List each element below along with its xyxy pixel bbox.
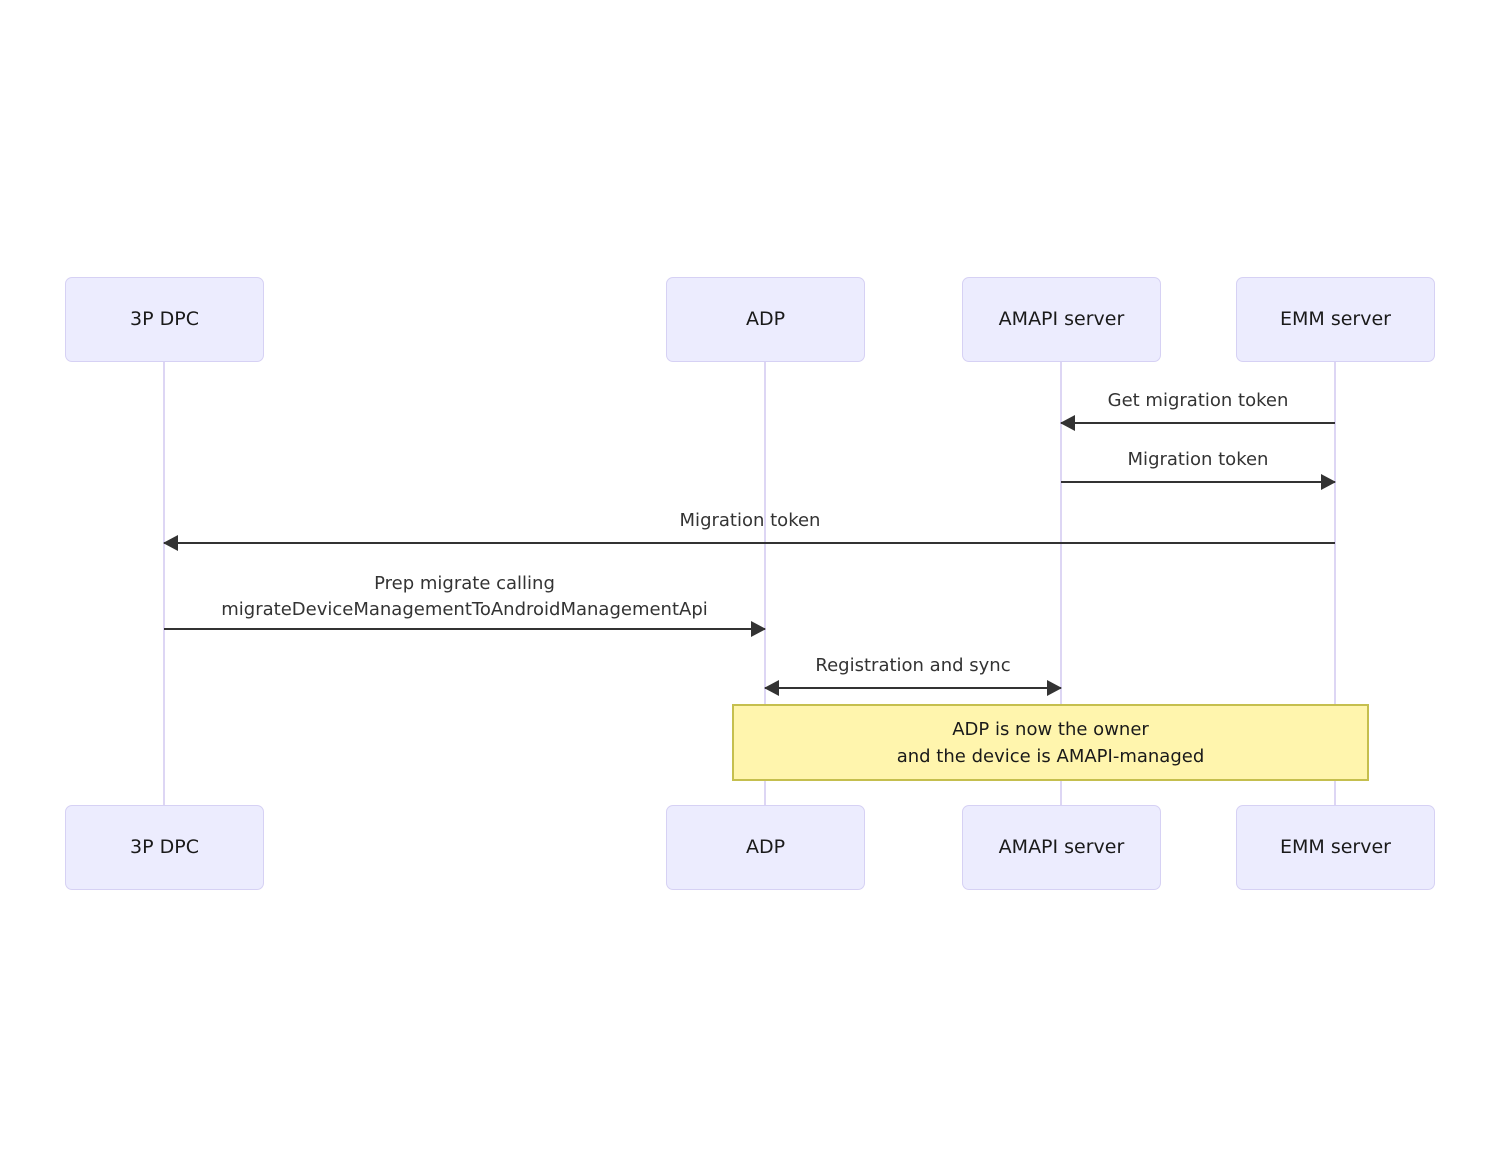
arrowhead-right-icon [751, 621, 766, 637]
participant-bottom-amapi-server[interactable]: AMAPI server [962, 805, 1161, 890]
arrowhead-left-icon [163, 535, 178, 551]
participant-label: ADP [745, 836, 786, 858]
note-line-1: ADP is now the owner [952, 718, 1149, 740]
note-adp-owner: ADP is now the owner and the device is A… [732, 704, 1369, 781]
message-line [1061, 481, 1335, 483]
participant-bottom-3p-dpc[interactable]: 3P DPC [65, 805, 264, 890]
message-label: Registration and sync [815, 655, 1011, 676]
participant-bottom-adp[interactable]: ADP [666, 805, 865, 890]
participant-label: AMAPI server [998, 836, 1125, 858]
participant-top-amapi-server[interactable]: AMAPI server [962, 277, 1161, 362]
message-line [1061, 422, 1335, 424]
message-label-line-1: Prep migrate calling [374, 573, 555, 594]
arrowhead-right-icon [1047, 680, 1062, 696]
lifeline-emm-server [1334, 362, 1336, 806]
participant-top-adp[interactable]: ADP [666, 277, 865, 362]
participant-label: EMM server [1280, 308, 1391, 330]
participant-label: AMAPI server [998, 308, 1125, 330]
arrowhead-right-icon [1321, 474, 1336, 490]
lifeline-adp [764, 362, 766, 806]
participant-label: EMM server [1280, 836, 1391, 858]
participant-top-emm-server[interactable]: EMM server [1236, 277, 1435, 362]
note-line-2: and the device is AMAPI-managed [896, 745, 1205, 767]
arrowhead-left-icon [1060, 415, 1075, 431]
participant-label: ADP [745, 308, 786, 330]
lifeline-3p-dpc [163, 362, 165, 806]
message-line [765, 687, 1061, 689]
message-label-line-2: migrateDeviceManagementToAndroidManageme… [221, 599, 708, 620]
message-label: Migration token [1127, 449, 1269, 470]
message-line [164, 628, 765, 630]
participant-top-3p-dpc[interactable]: 3P DPC [65, 277, 264, 362]
lifeline-amapi-server [1060, 362, 1062, 806]
message-line [164, 542, 1335, 544]
message-label: Prep migrate calling migrateDeviceManage… [221, 571, 708, 623]
participant-bottom-emm-server[interactable]: EMM server [1236, 805, 1435, 890]
message-label: Migration token [679, 510, 821, 531]
participant-label: 3P DPC [130, 836, 199, 858]
message-label: Get migration token [1107, 390, 1289, 411]
participant-label: 3P DPC [130, 308, 199, 330]
arrowhead-left-icon [764, 680, 779, 696]
